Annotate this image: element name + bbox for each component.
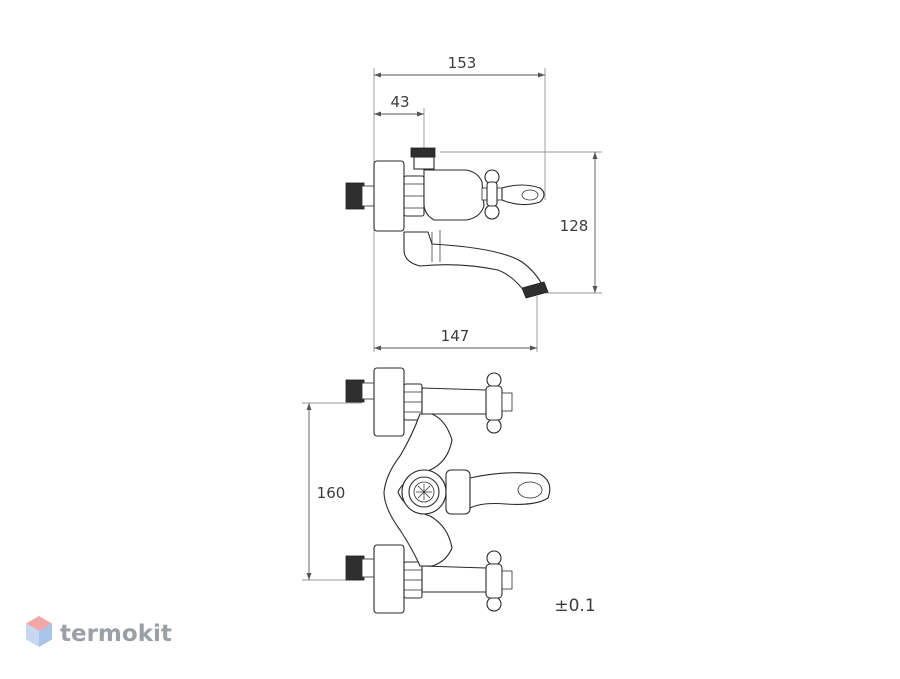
dimension-128: 128 xyxy=(560,152,598,293)
dimension-128-label: 128 xyxy=(560,217,589,235)
dimension-160: 160 xyxy=(306,403,346,580)
dimension-147-label: 147 xyxy=(441,327,470,345)
dimension-153-label: 153 xyxy=(448,54,477,72)
dimension-160-label: 160 xyxy=(317,484,346,502)
brand-name: termokit xyxy=(60,621,172,647)
hexagon-logo-icon xyxy=(26,616,52,647)
dimension-43: 43 xyxy=(374,93,424,117)
watermark: termokit xyxy=(26,616,172,647)
front-view: 160 xyxy=(302,367,551,614)
faucet-front-body xyxy=(345,367,551,614)
faucet-side-body xyxy=(345,147,549,299)
tolerance-label: ±0.1 xyxy=(554,596,595,616)
dimension-43-label: 43 xyxy=(390,93,409,111)
side-view: 153 43 128 147 xyxy=(345,54,602,352)
dimension-153: 153 xyxy=(374,54,545,78)
dimension-147: 147 xyxy=(374,327,537,351)
